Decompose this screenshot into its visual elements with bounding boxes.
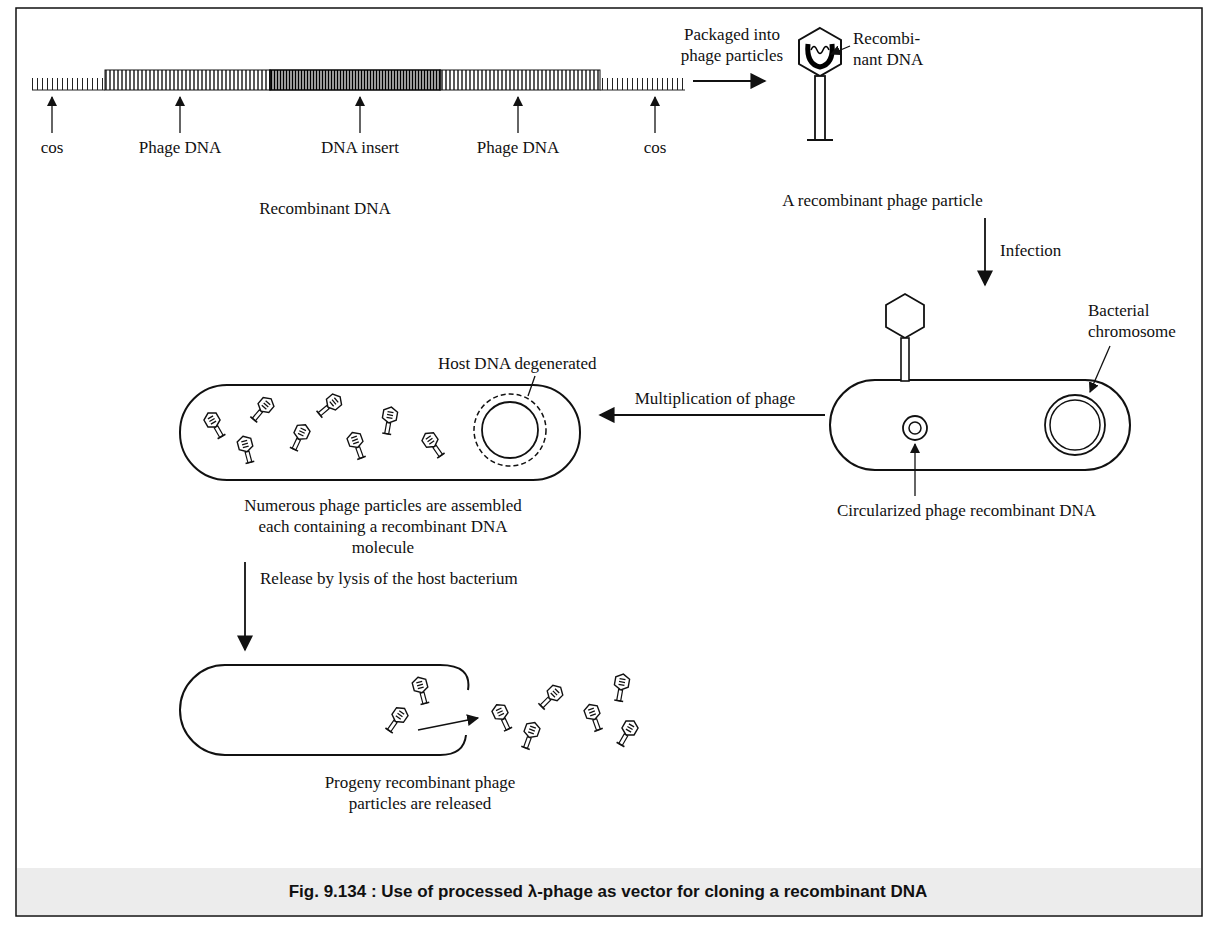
phage-icon <box>236 434 257 464</box>
part-label: Bacterial chromosome <box>1088 300 1192 342</box>
phage-icon <box>288 422 312 452</box>
part-label: DNA insert <box>305 137 415 158</box>
leader-line <box>831 46 850 54</box>
circular-dna <box>903 416 927 440</box>
phage-icon <box>380 406 398 435</box>
part-label: Host DNA degenerated <box>438 353 613 374</box>
phage-tail <box>815 76 825 140</box>
bacterial-chromosome <box>1050 400 1100 450</box>
bacterium-cell <box>180 385 580 480</box>
pointer-arrow <box>654 97 655 133</box>
phage-icon <box>202 410 228 440</box>
stage-caption: A recombinant phage particle <box>765 190 1000 211</box>
stage-node: Progeny recombinant phage particles are … <box>170 650 700 830</box>
cos-end <box>600 90 685 91</box>
stage-caption: Recombinant DNA <box>240 198 410 219</box>
stage-node: Numerous phage particles are assembled e… <box>170 350 600 562</box>
cos-end <box>32 78 105 90</box>
lysed-bacterium <box>180 665 640 755</box>
bacterium-cell <box>180 665 468 755</box>
phage-dna-segment <box>105 70 270 90</box>
process-arrow <box>244 562 246 650</box>
cos-end <box>32 90 105 91</box>
phage-icon <box>315 391 345 419</box>
process-arrow <box>693 80 765 82</box>
process-arrow <box>984 218 986 285</box>
phage-base-plate <box>807 139 833 141</box>
phage-dna-segment <box>440 70 600 90</box>
edge-label: Multiplication of phage <box>618 388 812 409</box>
phage-filled-bacterium <box>180 376 580 480</box>
edge-label: Packaged into phage particles <box>668 24 796 66</box>
edge-label: Release by lysis of the host bacterium <box>258 568 562 589</box>
infected-bacterium <box>830 294 1130 496</box>
packaged-dna <box>811 47 829 54</box>
stage-node: Circularized phage recombinant DNA <box>825 285 1135 530</box>
phage-icon <box>614 718 640 748</box>
phage-icon <box>537 682 566 711</box>
leader-line <box>528 376 535 396</box>
pointer-arrow <box>179 97 180 133</box>
phage-icon <box>612 673 630 702</box>
figure-caption: Fig. 9.134 : Use of processed λ-phage as… <box>20 881 1196 902</box>
part-label: Phage DNA <box>125 137 235 158</box>
leader-line <box>914 444 915 496</box>
process-arrow <box>600 414 825 416</box>
circular-dna <box>909 422 921 434</box>
packaged-dna <box>808 44 833 67</box>
phage-icon <box>420 429 447 459</box>
pointer-arrow <box>359 97 360 133</box>
dna-insert-segment <box>270 70 440 90</box>
cos-end <box>600 78 685 90</box>
bacterium-cell <box>830 380 1130 470</box>
phage-icon <box>583 702 605 732</box>
stage-caption: Numerous phage particles are assembled e… <box>228 495 538 558</box>
degenerated-dna <box>474 394 546 466</box>
caption-band <box>17 868 1201 915</box>
phage-head <box>886 294 924 338</box>
part-label: Recombi- nant DNA <box>853 28 933 70</box>
pointer-arrow <box>51 97 52 133</box>
stage-caption: Progeny recombinant phage particles are … <box>305 772 535 814</box>
phage-icon <box>248 394 276 424</box>
pointer-arrows <box>52 97 655 133</box>
pointer-arrow <box>517 97 518 133</box>
dna-strip <box>32 70 685 90</box>
phage-icon <box>346 430 368 460</box>
phage-particle <box>799 28 850 140</box>
part-label: cos <box>27 137 77 158</box>
leader-line <box>1090 346 1110 392</box>
stage-caption: Circularized phage recombinant DNA <box>837 500 1129 521</box>
phage-icon <box>490 702 514 732</box>
release-arrow <box>418 718 478 730</box>
phage-icon <box>383 704 410 734</box>
phage-tail <box>901 338 909 381</box>
part-label: Phage DNA <box>463 137 573 158</box>
bacterial-chromosome <box>1045 395 1105 455</box>
edge-label: Infection <box>998 240 1092 261</box>
frame <box>16 8 1202 916</box>
phage-icon <box>411 675 432 705</box>
part-label: cos <box>630 137 680 158</box>
phage-icon <box>519 720 541 750</box>
degenerated-dna <box>482 402 538 458</box>
